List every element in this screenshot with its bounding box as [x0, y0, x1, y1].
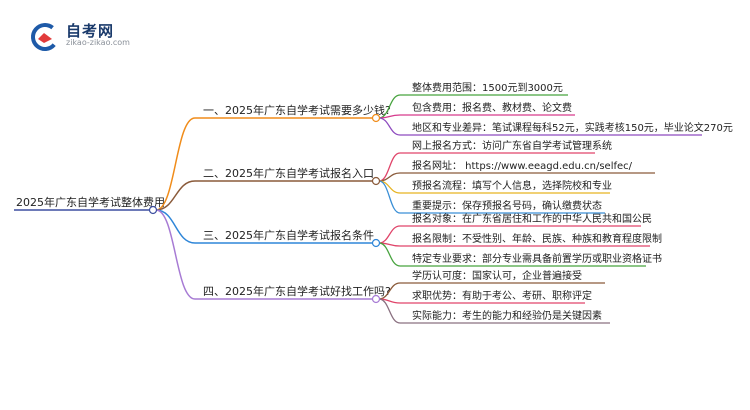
logo-icon [31, 23, 59, 51]
leaf-label: 实际能力：考生的能力和经验仍是关键因素 [412, 309, 602, 322]
branch-node [371, 238, 381, 248]
root-label: 2025年广东自学考试整体费用 [16, 195, 165, 209]
leaf-label: 网上报名方式：访问广东省自学考试管理系统 [412, 139, 612, 152]
branch-connector [155, 180, 196, 211]
leaf-label: 包含费用：报名费、教材费、论文费 [412, 101, 572, 114]
branch-label: 三、2025年广东自学考试报名条件 [203, 228, 374, 242]
leaf-connector [378, 117, 401, 136]
branch-label: 二、2025年广东自学考试报名入口 [203, 166, 374, 180]
branch-connector [155, 209, 196, 300]
logo-title: 自考网 [66, 22, 115, 40]
branch-node [371, 113, 381, 123]
branch-node [371, 176, 381, 186]
root-node [148, 205, 158, 215]
leaf-label: 求职优势：有助于考公、考研、职称评定 [412, 289, 592, 302]
leaf-connector [378, 298, 401, 324]
leaf-connector [378, 225, 401, 244]
branch-node [371, 294, 381, 304]
leaf-label: 地区和专业差异：笔试课程每科52元，实践考核150元，毕业论文270元 [412, 121, 733, 134]
leaf-label: 报名限制：不受性别、年龄、民族、种族和教育程度限制 [412, 232, 662, 245]
leaf-label: 预报名流程：填写个人信息，选择院校和专业 [412, 179, 612, 192]
leaf-label: 学历认可度：国家认可，企业普遍接受 [412, 269, 582, 282]
logo-url: zikao-zikao.com [66, 38, 130, 47]
branch-label: 一、2025年广东自学考试需要多少钱? [203, 103, 391, 117]
logo: 自考网 zikao-zikao.com [30, 20, 140, 52]
leaf-label: 整体费用范围：1500元到3000元 [412, 81, 563, 94]
leaf-label: 特定专业要求：部分专业需具备前置学历或职业资格证书 [412, 252, 662, 265]
branch-label: 四、2025年广东自学考试好找工作吗? [203, 284, 391, 298]
branch-connector [155, 117, 196, 211]
branch-connector [155, 209, 196, 244]
leaf-connector [378, 242, 401, 267]
leaf-connector [378, 180, 401, 214]
leaf-label: 重要提示：保存预报名号码，确认缴费状态 [412, 199, 602, 212]
leaf-label: 报名对象：在广东省居住和工作的中华人民共和国公民 [412, 212, 652, 225]
leaf-label: 报名网址： https://www.eeagd.edu.cn/selfec/ [412, 159, 633, 172]
